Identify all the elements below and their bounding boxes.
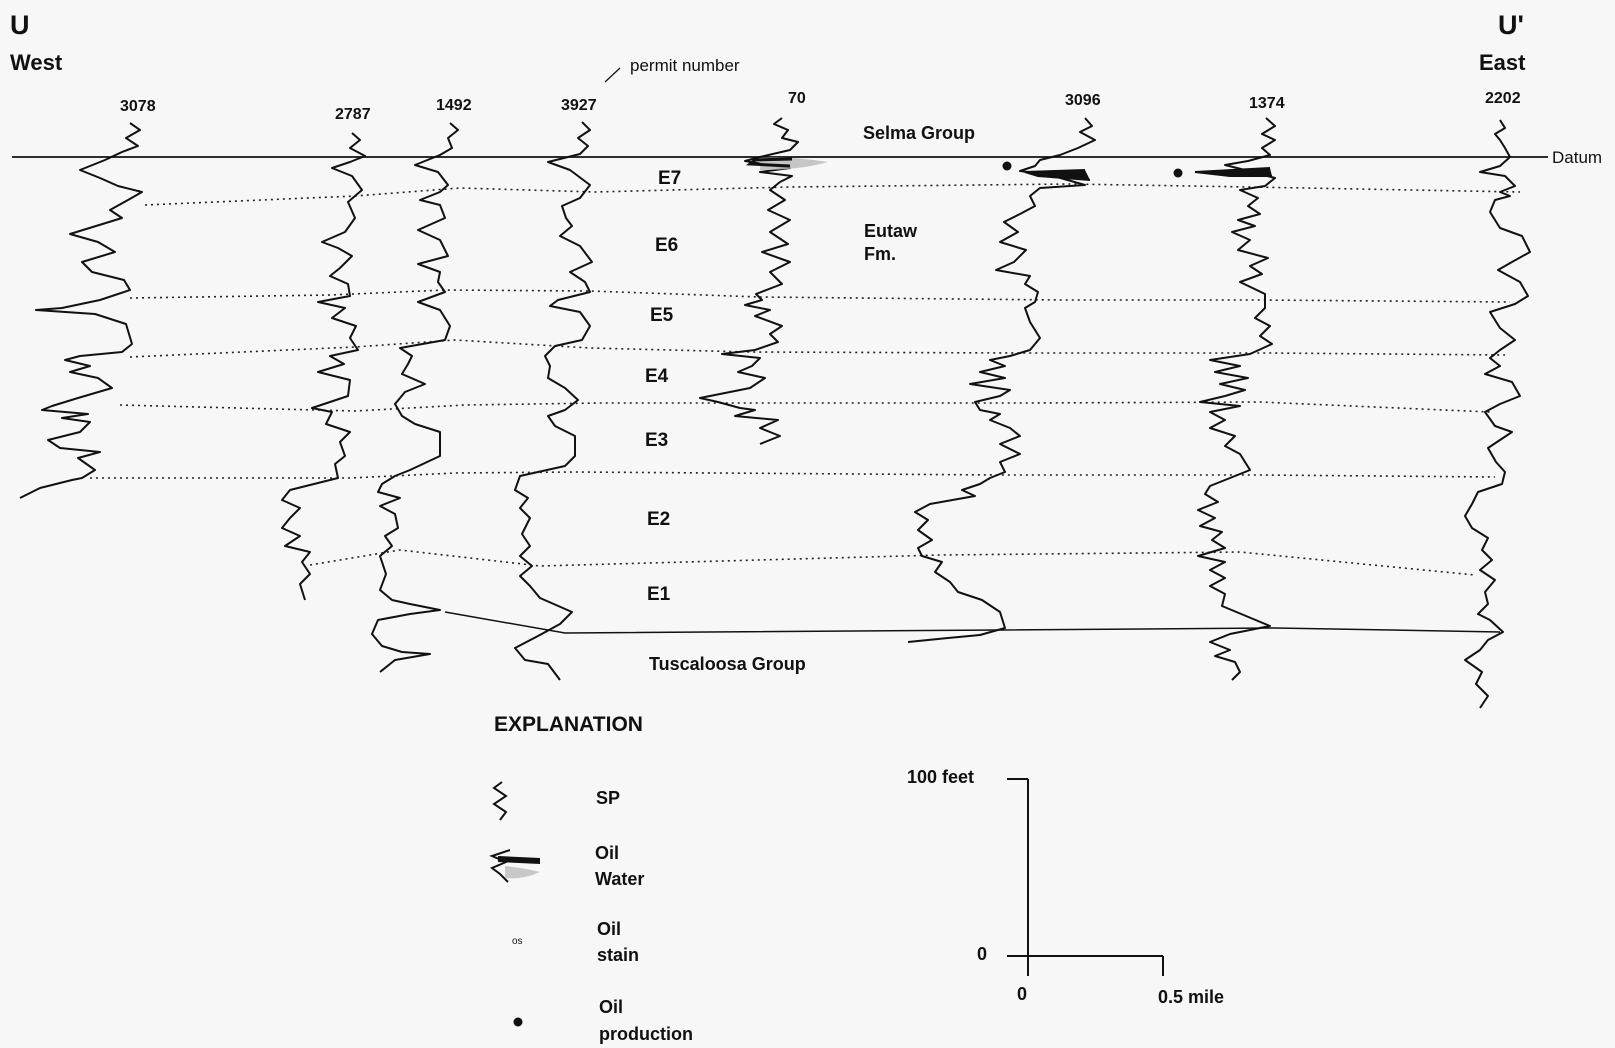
oil-production-dot-3096 bbox=[1003, 162, 1012, 171]
correlation-lines bbox=[90, 184, 1520, 575]
legend-sp-icon bbox=[494, 782, 506, 820]
unit-label-e5: E5 bbox=[650, 305, 674, 326]
section-right-id: U' bbox=[1498, 10, 1524, 40]
well-permit-2202: 2202 bbox=[1485, 90, 1521, 107]
well-permit-1492: 1492 bbox=[436, 97, 472, 114]
permit-leader-line bbox=[605, 68, 620, 82]
well-permit-3078: 3078 bbox=[120, 98, 156, 115]
section-left-id: U bbox=[10, 10, 30, 40]
correlation-e6-e5 bbox=[130, 290, 1510, 302]
sp-log-2787 bbox=[282, 133, 365, 600]
well-permit-1374: 1374 bbox=[1249, 95, 1285, 112]
sp-log-1374 bbox=[1198, 118, 1275, 680]
well-permit-3927: 3927 bbox=[561, 97, 597, 114]
sp-log-3096 bbox=[908, 118, 1095, 642]
selma-group-label: Selma Group bbox=[863, 123, 975, 143]
legend-oil-stain-label-2: stain bbox=[597, 945, 639, 965]
oil-kick-1374 bbox=[1195, 168, 1272, 176]
unit-label-e6: E6 bbox=[655, 235, 678, 256]
scale-horizontal-zero-label: 0 bbox=[1017, 984, 1027, 1004]
legend-sp-label: SP bbox=[596, 788, 620, 808]
sp-log-3927 bbox=[515, 122, 592, 680]
permit-number-label: permit number bbox=[630, 56, 740, 75]
base-of-eutaw-line bbox=[445, 612, 1500, 633]
sp-log-1492 bbox=[372, 123, 458, 672]
sp-log-2202 bbox=[1465, 120, 1530, 708]
scale-bar bbox=[1007, 779, 1163, 976]
unit-label-e7: E7 bbox=[658, 168, 681, 189]
eutaw-label-line1: Eutaw bbox=[864, 221, 918, 241]
legend-oil-production-label-2: production bbox=[599, 1024, 693, 1044]
legend-oil-production-dot-icon bbox=[514, 1018, 523, 1027]
legend-water-label: Water bbox=[595, 869, 644, 889]
scale-vertical-zero-label: 0 bbox=[977, 944, 987, 964]
explanation-title: EXPLANATION bbox=[494, 713, 643, 736]
unit-label-e1: E1 bbox=[647, 584, 671, 605]
section-left-direction: West bbox=[10, 50, 63, 75]
scale-horizontal-end-label: 0.5 mile bbox=[1158, 987, 1224, 1007]
legend-oil-production-label-1: Oil bbox=[599, 997, 623, 1017]
legend-oil-label: Oil bbox=[595, 843, 619, 863]
legend-water-swatch bbox=[505, 866, 540, 878]
well-permit-2787: 2787 bbox=[335, 106, 371, 123]
correlation-e2-e1 bbox=[310, 550, 1475, 575]
well-permit-70: 70 bbox=[788, 90, 806, 107]
well-permit-3096: 3096 bbox=[1065, 92, 1101, 109]
sp-log-3078 bbox=[20, 123, 142, 498]
section-right-direction: East bbox=[1479, 50, 1526, 75]
unit-label-e3: E3 bbox=[645, 430, 668, 451]
unit-label-e4: E4 bbox=[645, 366, 669, 387]
oil-kick-3096 bbox=[1025, 170, 1090, 180]
datum-label: Datum bbox=[1552, 148, 1602, 167]
legend-oil-stain-label-1: Oil bbox=[597, 919, 621, 939]
unit-label-e2: E2 bbox=[647, 509, 670, 530]
tuscaloosa-group-label: Tuscaloosa Group bbox=[649, 654, 806, 674]
eutaw-label-line2: Fm. bbox=[864, 244, 896, 264]
oil-production-dot-1374 bbox=[1174, 169, 1183, 178]
scale-vertical-top-label: 100 feet bbox=[907, 767, 974, 787]
correlation-e7-e6 bbox=[145, 184, 1520, 205]
legend-oil-stain-symbol: os bbox=[512, 936, 523, 947]
correlation-e3-e2 bbox=[90, 472, 1495, 478]
